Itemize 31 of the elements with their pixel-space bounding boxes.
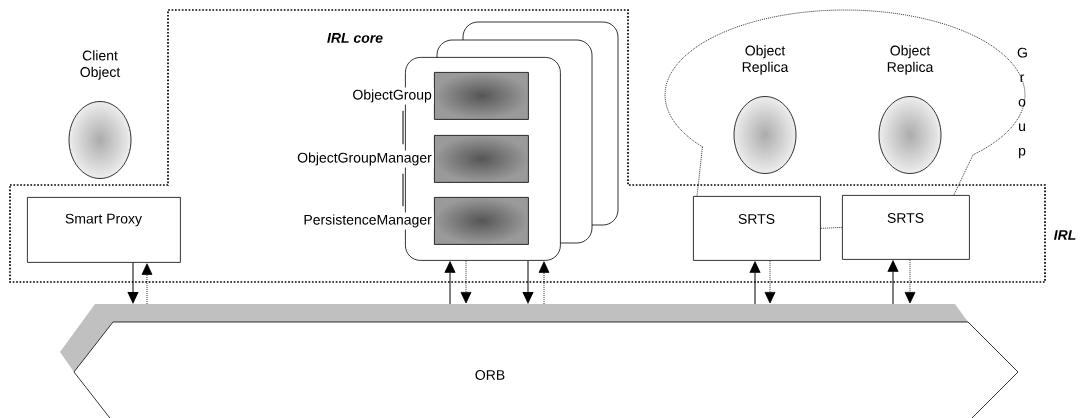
arrow — [141, 263, 153, 305]
orb-band: ORB — [60, 304, 1019, 418]
labeled-shaded-box: PersistenceManager — [301, 197, 529, 245]
component-box: SRTS — [842, 195, 970, 260]
component-box: SRTS — [693, 196, 821, 261]
node-label: ObjectGroup — [353, 89, 432, 103]
arrow — [749, 261, 761, 305]
region-title: IRL core — [327, 33, 383, 43]
arrow — [887, 260, 899, 305]
group-label: G r o u p — [1017, 47, 1027, 159]
arrow — [460, 260, 472, 304]
arrow — [127, 262, 139, 304]
connector-line — [953, 154, 974, 196]
object-label: Object Replica — [887, 45, 934, 75]
arrow — [904, 259, 916, 304]
connector-line — [820, 227, 843, 229]
component-box: Smart Proxy — [27, 197, 181, 263]
node-label: PersistenceManager — [304, 214, 432, 228]
connector-line — [696, 146, 703, 197]
labeled-shaded-box: ObjectGroupManager — [295, 135, 529, 183]
object-label: Client Object — [80, 50, 121, 80]
node-label: ObjectGroupManager — [297, 152, 432, 166]
connector-line — [402, 110, 404, 145]
arrow — [444, 261, 456, 305]
arrow — [522, 260, 534, 304]
object-label: Object Replica — [742, 45, 789, 75]
labeled-shaded-box: ObjectGroup — [350, 72, 529, 120]
arrow — [538, 261, 550, 305]
arrow — [764, 260, 776, 304]
region-title: IRL — [1054, 230, 1076, 240]
connector-line — [402, 173, 404, 207]
